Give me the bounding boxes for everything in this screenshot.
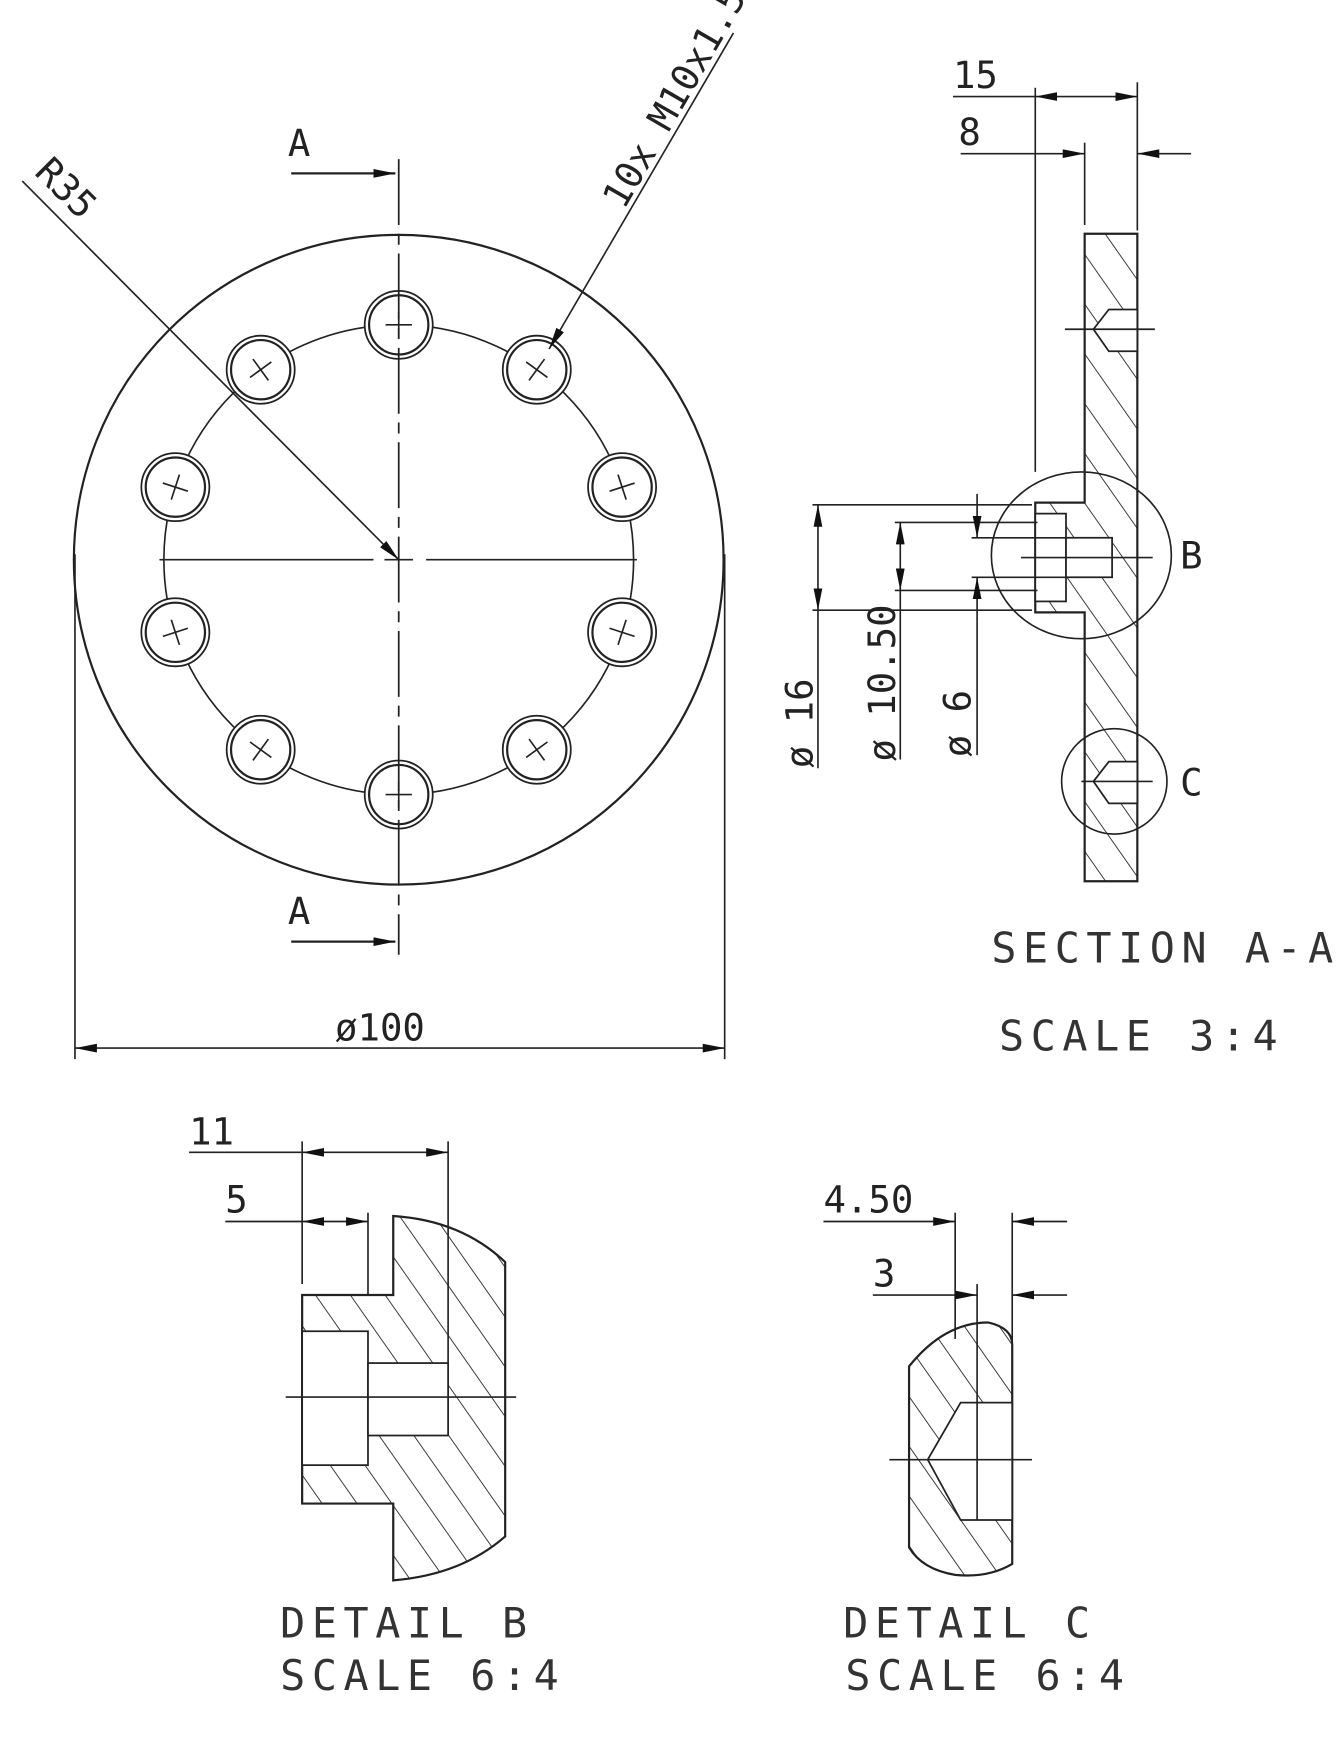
detail-b-mark: B	[1180, 533, 1202, 577]
detail-c-title: DETAIL C	[843, 1598, 1096, 1647]
bolt-holes	[140, 289, 657, 830]
radius-label: R35	[27, 149, 106, 228]
detail-b-title: DETAIL B	[280, 1598, 533, 1647]
dim-4-50-label: 4.50	[823, 1178, 913, 1222]
bolt-hole	[363, 759, 434, 830]
bolt-hole	[587, 452, 657, 523]
section-view: B C 15 8 ø 16 ø 10.50 ø 6 SECTION A-A SC…	[777, 53, 1340, 1060]
diameter-label: ø100	[335, 1005, 425, 1049]
detail-b-circle	[990, 471, 1173, 640]
through-hole	[367, 1362, 449, 1437]
dim-15-label: 15	[953, 53, 998, 97]
dim-5-label: 5	[225, 1178, 247, 1222]
hole-center-mark	[609, 627, 635, 638]
bolt-hole	[140, 597, 211, 668]
section-scale: SCALE 3:4	[999, 1011, 1284, 1060]
detail-b-scale: SCALE 6:4	[280, 1651, 565, 1700]
hole-center-mark	[528, 358, 546, 381]
tapped-hole	[926, 1401, 1014, 1521]
hole-center-mark	[252, 738, 270, 761]
section-title: SECTION A-A	[991, 923, 1340, 972]
tapped-hole-bottom	[1092, 760, 1139, 805]
section-mark-bottom: A	[288, 889, 310, 933]
detail-c: 4.50 3 DETAIL C SCALE 6:4	[823, 1178, 1130, 1700]
dia-6-label: ø 6	[936, 690, 980, 757]
detail-c-circle	[1060, 727, 1168, 835]
front-view: R35 10x M10x1.5 A A ø100	[21, 0, 755, 1060]
hole-center-mark	[528, 738, 546, 761]
section-mark-top: A	[288, 121, 310, 165]
dim-11-label: 11	[189, 1110, 234, 1154]
thread-leader	[548, 32, 735, 350]
dim-8-label: 8	[958, 110, 980, 154]
hole-center-mark	[252, 358, 270, 381]
bolt-hole	[501, 714, 572, 785]
bolt-hole	[587, 597, 657, 668]
radius-leader	[21, 180, 400, 561]
dia-10-50-label: ø 10.50	[860, 604, 904, 761]
bolt-hole	[501, 334, 572, 405]
hole-center-mark	[162, 627, 189, 638]
detail-c-mark: C	[1180, 761, 1202, 805]
detail-c-scale: SCALE 6:4	[845, 1651, 1130, 1700]
thread-label: 10x M10x1.5	[593, 0, 755, 215]
counterbore	[301, 1330, 369, 1467]
dim-3-label: 3	[873, 1251, 895, 1295]
detail-b: 11 5 DETAIL B SCALE 6:4	[189, 1110, 565, 1700]
hole-center-mark	[162, 482, 189, 492]
bolt-hole	[225, 714, 296, 785]
bolt-hole	[225, 334, 296, 405]
bolt-hole	[140, 452, 211, 523]
hole-center-mark	[609, 482, 635, 492]
tapped-hole-top	[1092, 308, 1139, 353]
dia-16-label: ø 16	[777, 678, 821, 768]
